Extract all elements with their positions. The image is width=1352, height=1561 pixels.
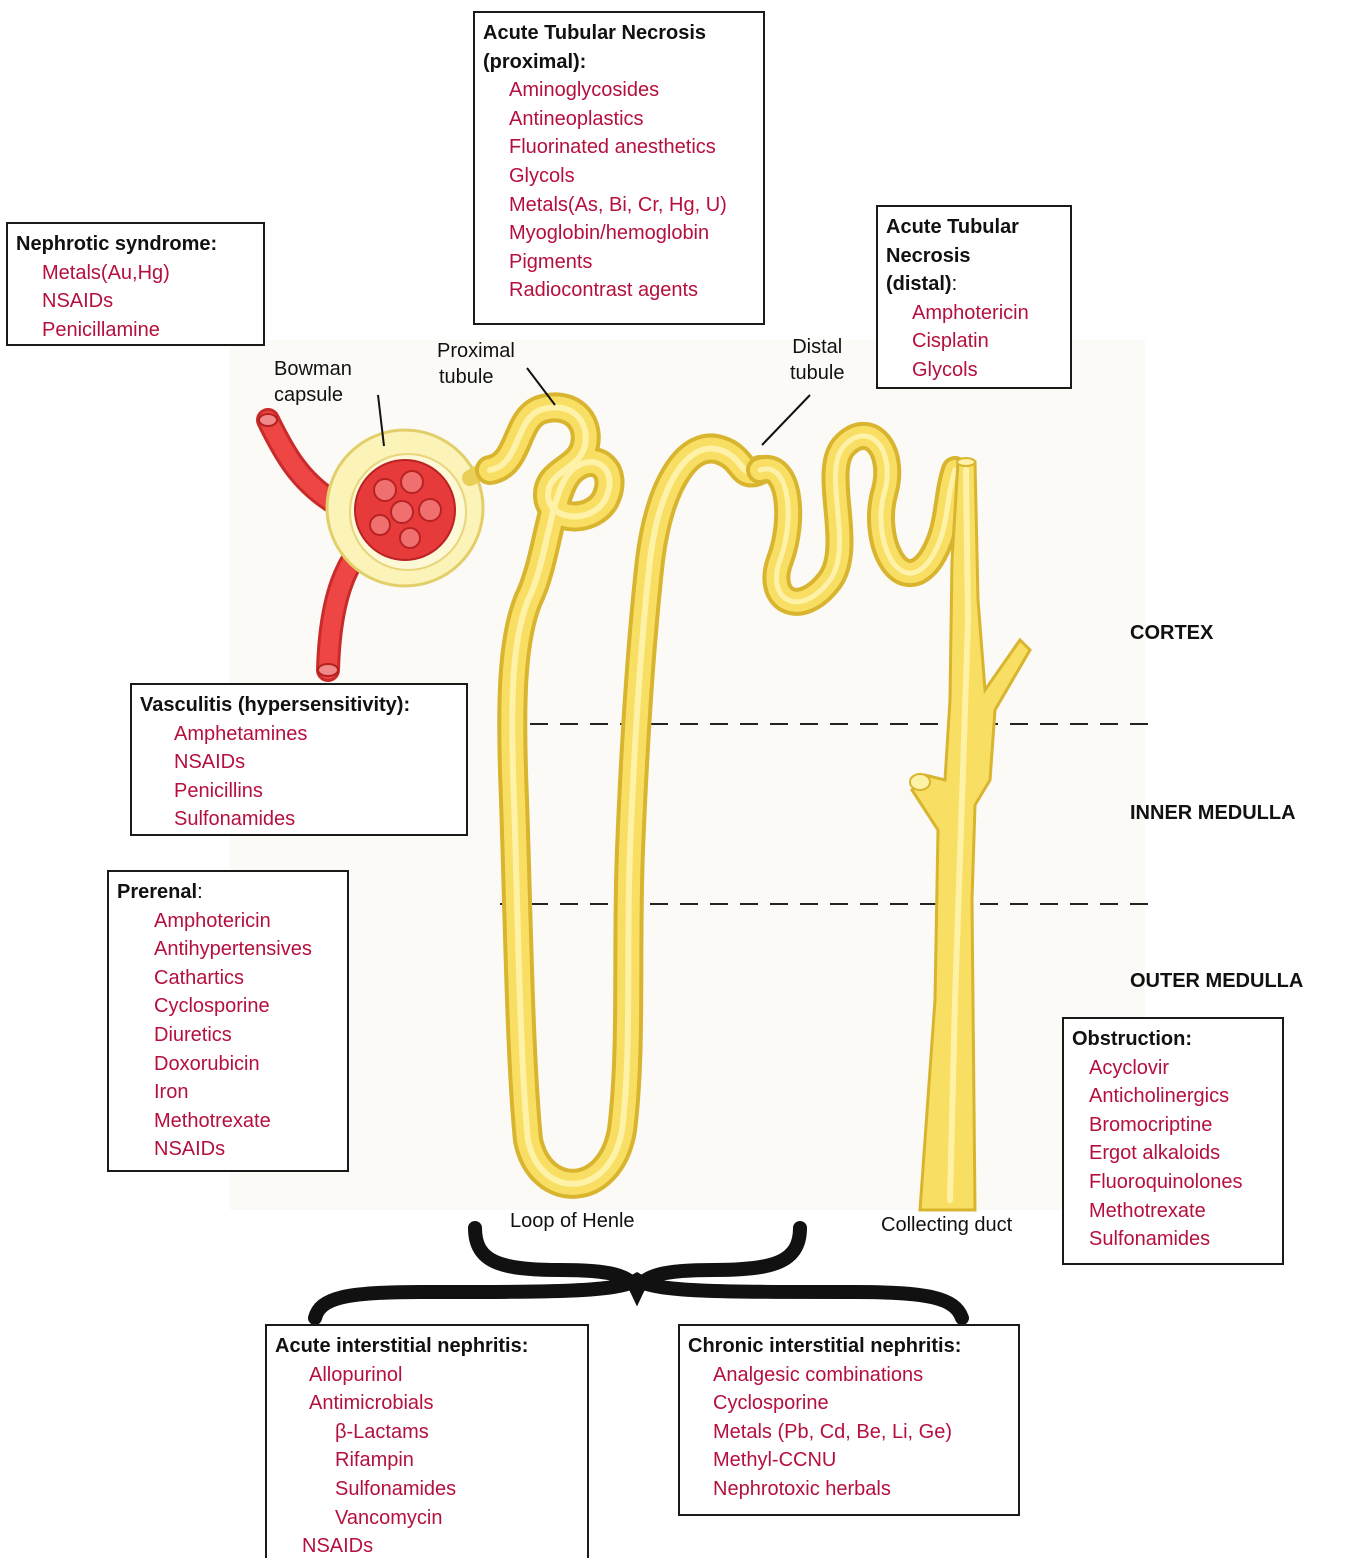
list-item: Methyl-CCNU: [713, 1449, 837, 1472]
distal-tubule-label: Distal tubule: [790, 336, 845, 384]
list-item: Penicillins: [174, 779, 263, 802]
brace-top: [468, 1221, 807, 1307]
list-item: Cisplatin: [912, 330, 989, 353]
atn-distal-box: Acute Tubular Necrosis (distal): Amphote…: [876, 205, 1072, 389]
list-item: Rifampin: [335, 1449, 414, 1472]
list-item: Metals (Pb, Cd, Be, Li, Ge): [713, 1420, 952, 1443]
obstruction-title: Obstruction:: [1072, 1028, 1192, 1050]
atn-distal-title: Acute Tubular Necrosis (distal):: [886, 216, 1019, 296]
list-item: Nephrotoxic herbals: [713, 1477, 891, 1500]
list-item: Sulfonamides: [174, 808, 296, 831]
list-item: Antihypertensives: [154, 938, 312, 961]
list-item: Aminoglycosides: [509, 79, 660, 102]
proximal-pointer: [526, 367, 556, 406]
list-item: NSAIDs: [174, 751, 246, 774]
list-item: Cyclosporine: [713, 1392, 829, 1415]
collecting-duct: [909, 457, 1032, 1212]
chronic-interstitial-title: Chronic interstitial nephritis:: [688, 1335, 962, 1357]
vasculitis-box: Vasculitis (hypersensitivity): Amphetami…: [130, 683, 468, 836]
list-item: Diuretics: [154, 1023, 232, 1046]
atn-proximal-title: Acute Tubular Necrosis (proximal):: [483, 22, 707, 73]
bowman-capsule-label: Bowman capsule: [274, 358, 352, 406]
list-item: Ergot alkaloids: [1089, 1142, 1221, 1165]
list-item: Vancomycin: [335, 1506, 443, 1529]
list-item: NSAIDs: [154, 1138, 226, 1161]
brace-bottom: [308, 1272, 969, 1325]
distal-pointer: [761, 394, 811, 446]
loop-of-henle-label: Loop of Henle: [510, 1210, 635, 1232]
atn-proximal-box: Acute Tubular Necrosis (proximal): Amino…: [473, 11, 765, 325]
glomerulus: [354, 459, 456, 561]
list-item: Anticholinergics: [1089, 1085, 1230, 1108]
list-item: Analgesic combinations: [713, 1363, 924, 1386]
list-item: Glycols: [509, 164, 575, 187]
list-item: Cyclosporine: [154, 995, 270, 1018]
nephrotic-syndrome-title: Nephrotic syndrome:: [16, 233, 218, 255]
nephrotic-syndrome-box: Nephrotic syndrome: Metals(Au,Hg) NSAIDs…: [6, 222, 265, 346]
list-item: Fluorinated anesthetics: [509, 136, 716, 159]
list-item: Myoglobin/hemoglobin: [509, 222, 710, 245]
chronic-interstitial-nephritis-box: Chronic interstitial nephritis: Analgesi…: [678, 1324, 1020, 1516]
list-item: Metals(As, Bi, Cr, Hg, U): [509, 193, 727, 216]
nephron-tubules: [475, 392, 969, 1199]
list-item: Fluoroquinolones: [1089, 1170, 1243, 1193]
list-item: NSAIDs: [42, 290, 114, 313]
list-item: Bromocriptine: [1089, 1113, 1213, 1136]
list-item: Iron: [154, 1081, 189, 1104]
acute-interstitial-nephritis-box: Acute interstitial nephritis: Allopurino…: [265, 1324, 589, 1558]
list-item: Sulfonamides: [1089, 1228, 1211, 1251]
list-item: Penicillamine: [42, 318, 160, 341]
list-item: Radiocontrast agents: [509, 279, 699, 302]
bowman-pointer: [377, 394, 385, 447]
list-item: Methotrexate: [154, 1109, 271, 1132]
list-item: Allopurinol: [309, 1363, 403, 1386]
list-item: Amphetamines: [174, 722, 308, 745]
list-item: Methotrexate: [1089, 1199, 1206, 1222]
list-item: Amphotericin: [912, 301, 1029, 324]
list-item: Acyclovir: [1089, 1056, 1170, 1079]
list-item: Amphotericin: [154, 909, 271, 932]
collecting-duct-label: Collecting duct: [881, 1214, 1013, 1236]
region-inner-medulla: INNER MEDULLA: [1130, 802, 1296, 824]
list-item: Antineoplastics: [509, 107, 644, 130]
list-item: Pigments: [509, 250, 593, 273]
proximal-tubule-label: Proximal tubule: [437, 340, 515, 388]
list-item: Cathartics: [154, 966, 245, 989]
prerenal-title: Prerenal:: [117, 881, 203, 903]
acute-interstitial-title: Acute interstitial nephritis:: [275, 1335, 529, 1357]
obstruction-box: Obstruction: Acyclovir Anticholinergics …: [1062, 1017, 1284, 1265]
list-item: Antimicrobials: [309, 1392, 434, 1415]
list-item: β-Lactams: [335, 1420, 429, 1443]
list-item: Doxorubicin: [154, 1052, 260, 1075]
region-cortex: CORTEX: [1130, 622, 1214, 644]
vasculitis-title: Vasculitis (hypersensitivity):: [140, 694, 411, 716]
prerenal-box: Prerenal: Amphotericin Antihypertensives…: [107, 870, 349, 1172]
list-item: NSAIDs: [302, 1535, 374, 1558]
list-item: Glycols: [912, 358, 978, 381]
list-item: Metals(Au,Hg): [42, 261, 170, 284]
list-item: Sulfonamides: [335, 1477, 457, 1500]
region-outer-medulla: OUTER MEDULLA: [1130, 970, 1304, 992]
